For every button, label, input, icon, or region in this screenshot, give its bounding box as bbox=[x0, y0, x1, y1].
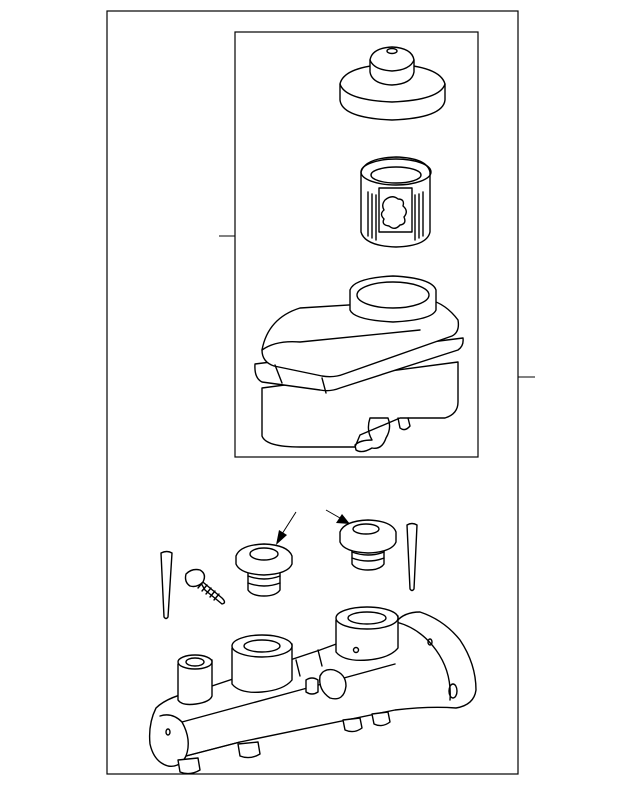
grommet-icon bbox=[235, 543, 293, 597]
screw-icon bbox=[184, 568, 226, 605]
cylinder-icon bbox=[148, 606, 477, 775]
filter-icon bbox=[360, 156, 432, 248]
arrow-icon bbox=[276, 509, 350, 545]
pin-icon bbox=[406, 522, 418, 592]
pin-icon bbox=[160, 550, 173, 620]
tank-icon bbox=[254, 275, 464, 453]
reservoir-frame bbox=[234, 31, 479, 458]
grommet-icon bbox=[339, 519, 397, 571]
cap-icon bbox=[339, 46, 446, 121]
outer-frame bbox=[106, 10, 519, 775]
